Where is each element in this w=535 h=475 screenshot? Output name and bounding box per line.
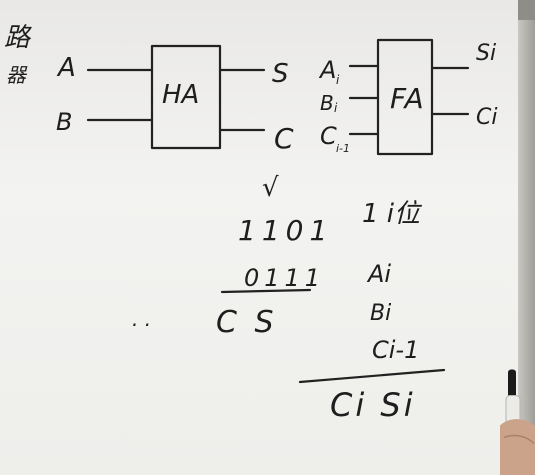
ha-input-a-label: A bbox=[56, 53, 76, 83]
marker-tip bbox=[508, 369, 516, 400]
fa-output-s-label: Si bbox=[476, 41, 496, 66]
finger-crease bbox=[503, 434, 535, 445]
board-frame-corner bbox=[518, 0, 535, 20]
full-add-example: 1 i位 Ai Bi Ci-1 Ci Si bbox=[298, 199, 446, 424]
fa-input-c-sub: i-1 bbox=[336, 142, 350, 155]
fa-input-a-main: A bbox=[318, 56, 336, 84]
row-ai: Ai bbox=[366, 260, 391, 288]
fa-input-a-sub: i bbox=[336, 73, 340, 87]
addend-row-1: 1101 bbox=[238, 214, 333, 247]
addend-row-2: 0111 bbox=[244, 264, 325, 292]
row-bi: Bi bbox=[370, 301, 391, 326]
ha-input-b-label: B bbox=[56, 108, 72, 136]
ha-output-c-label: C bbox=[274, 122, 294, 155]
fa-input-c-main: C bbox=[320, 122, 337, 150]
full-adder-diagram: A i B i C i-1 FA Si Ci bbox=[318, 38, 497, 156]
result-ci-si: Ci Si bbox=[330, 386, 416, 424]
one-bit-note: 1 i位 bbox=[362, 199, 423, 229]
ha-output-s-label: S bbox=[272, 59, 289, 89]
hand-skin bbox=[500, 419, 535, 475]
fa-input-b-sub: i bbox=[334, 101, 338, 115]
half-adder-diagram: A B HA S C bbox=[56, 44, 294, 155]
fa-input-b-main: B bbox=[320, 91, 334, 115]
sum-line-full bbox=[298, 368, 446, 384]
ellipsis-dots: . . bbox=[132, 307, 151, 331]
row-ci-1: Ci-1 bbox=[372, 336, 419, 364]
half-add-example: √ 1101 0111 C S . . bbox=[132, 173, 333, 340]
fa-box bbox=[376, 38, 434, 156]
sum-line-half bbox=[220, 288, 312, 294]
result-cs: C S bbox=[216, 305, 278, 340]
ha-label: HA bbox=[162, 80, 199, 110]
check-mark: √ bbox=[262, 173, 279, 203]
fa-output-c-label: Ci bbox=[476, 105, 497, 130]
margin-char-top: 路 bbox=[4, 23, 32, 53]
board-frame-right bbox=[518, 0, 535, 475]
hand-holding-marker bbox=[500, 369, 535, 475]
ha-box bbox=[150, 44, 222, 150]
fa-label: FA bbox=[390, 82, 424, 115]
margin-char-bottom: 器 bbox=[6, 63, 28, 87]
